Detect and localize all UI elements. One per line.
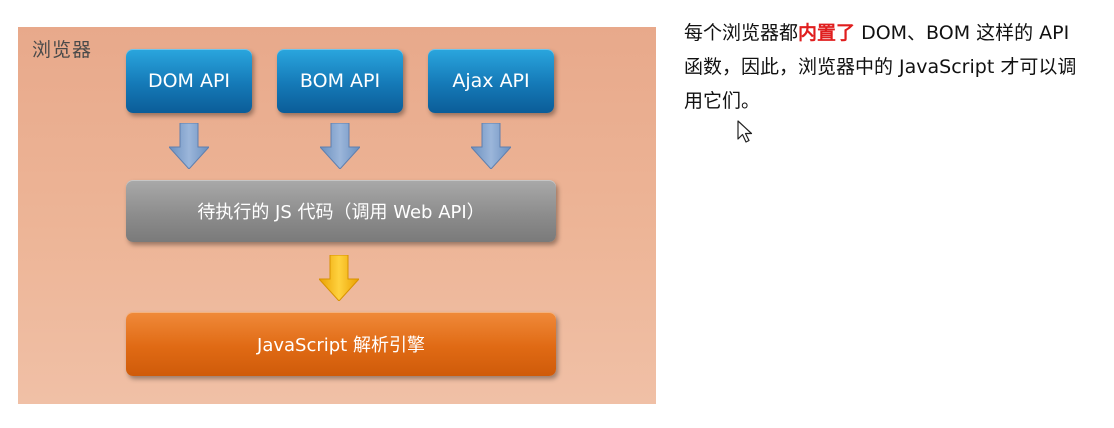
pending-js-code-box: 待执行的 JS 代码（调用 Web API）	[126, 180, 556, 242]
mouse-pointer-icon	[737, 120, 753, 143]
js-engine-box: JavaScript 解析引擎	[126, 312, 556, 376]
down-arrow-icon	[169, 123, 209, 169]
explanation-text: 每个浏览器都内置了 DOM、BOM 这样的 API 函数，因此，浏览器中的 Ja…	[684, 16, 1094, 118]
browser-label: 浏览器	[32, 39, 93, 61]
bom-api-box: BOM API	[277, 49, 403, 113]
explanation-highlight: 内置了	[798, 22, 856, 44]
down-arrow-icon	[319, 255, 359, 301]
browser-diagram: 浏览器 DOM API BOM API Ajax API 待执行的 JS 代码（…	[18, 27, 656, 404]
down-arrow-icon	[320, 123, 360, 169]
dom-api-box: DOM API	[126, 49, 252, 113]
explanation-part-1: 每个浏览器都	[684, 22, 799, 44]
explanation-part-2: DOM、BOM 这样的 API 函数，因此，浏览器中的 JavaScript 才…	[684, 22, 1077, 112]
down-arrow-icon	[471, 123, 511, 169]
ajax-api-box: Ajax API	[428, 49, 554, 113]
